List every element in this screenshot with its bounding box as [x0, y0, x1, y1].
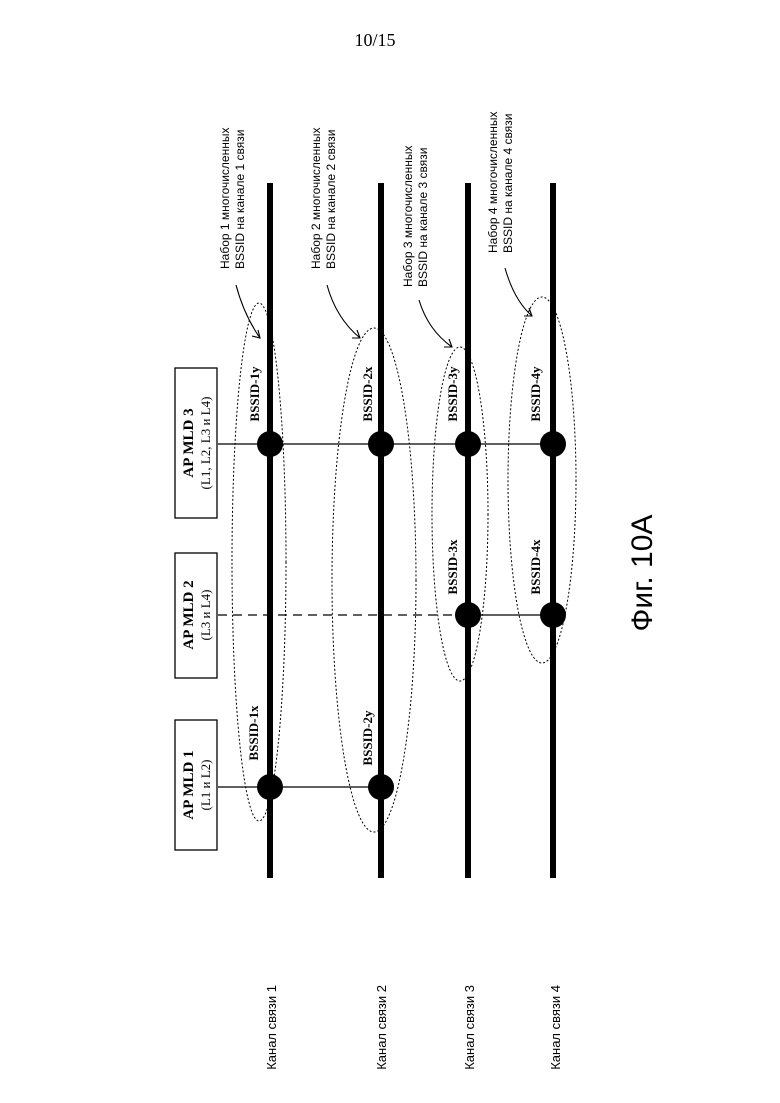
link-label-4: Канал связи 4	[548, 985, 563, 1070]
bssid-dot-4x	[540, 602, 566, 628]
bssid-label-4y: BSSID-4y	[528, 366, 543, 421]
ap-mld-3-links: (L1, L2, L3 и L4)	[198, 397, 213, 490]
bssid-dot-2x	[368, 431, 394, 457]
ap-mld-3-box: AP MLD 3 (L1, L2, L3 и L4)	[175, 368, 217, 518]
figure-caption: Фиг. 10A	[626, 515, 659, 632]
set-label-1-line2: BSSID на канале 1 связи	[233, 130, 247, 269]
link-label-3: Канал связи 3	[462, 985, 477, 1070]
bssid-label-2y: BSSID-2y	[360, 710, 375, 765]
bssid-label-4x: BSSID-4x	[528, 539, 543, 594]
bssid-label-3y: BSSID-3y	[445, 366, 460, 421]
bssid-label-2x: BSSID-2x	[360, 366, 375, 421]
ap-mld-1-title: AP MLD 1	[181, 750, 197, 819]
page-number: 10/15	[354, 30, 395, 50]
set-arrow-2	[327, 285, 360, 338]
set-label-2-line2: BSSID на канале 2 связи	[324, 130, 338, 269]
ap-mld-2-links: (L3 и L4)	[198, 590, 213, 641]
ap-mld-2-title: AP MLD 2	[181, 580, 197, 649]
bssid-set-ellipses	[232, 297, 576, 832]
bssid-dot-3x	[455, 602, 481, 628]
bssid-dot-1x	[257, 774, 283, 800]
set-label-3-line2: BSSID на канале 3 связи	[416, 148, 430, 287]
ap-mld-2-box: AP MLD 2 (L3 и L4)	[175, 553, 217, 678]
bssid-label-1y: BSSID-1y	[247, 366, 262, 421]
set-label-4-line2: BSSID на канале 4 связи	[501, 114, 515, 253]
link-label-1: Канал связи 1	[264, 985, 279, 1070]
bssid-label-1x: BSSID-1x	[246, 705, 261, 760]
set-arrow-3	[419, 300, 452, 347]
ap-mld-1-links: (L1 и L2)	[198, 760, 213, 811]
bssid-dot-1y	[257, 431, 283, 457]
set-ellipse-3	[432, 347, 488, 681]
ap-mld-3-title: AP MLD 3	[181, 408, 197, 477]
set-arrow-1	[236, 285, 260, 338]
set-label-4-line1: Набор 4 многочисленных	[486, 112, 500, 254]
bssid-dot-2y	[368, 774, 394, 800]
set-arrow-4	[505, 268, 532, 316]
set-label-3-line1: Набор 3 многочисленных	[401, 146, 415, 288]
bssid-label-3x: BSSID-3x	[445, 539, 460, 594]
link-label-2: Канал связи 2	[374, 985, 389, 1070]
bssid-labels: BSSID-1x BSSID-2y BSSID-3x BSSID-4x BSSI…	[246, 366, 543, 765]
set-label-1-line1: Набор 1 многочисленных	[218, 128, 232, 270]
set-label-2-line1: Набор 2 многочисленных	[309, 128, 323, 270]
bssid-dot-4y	[540, 431, 566, 457]
link-labels: Канал связи 1 Канал связи 2 Канал связи …	[264, 985, 563, 1070]
bssid-dot-3y	[455, 431, 481, 457]
ap-mld-1-box: AP MLD 1 (L1 и L2)	[175, 720, 217, 850]
